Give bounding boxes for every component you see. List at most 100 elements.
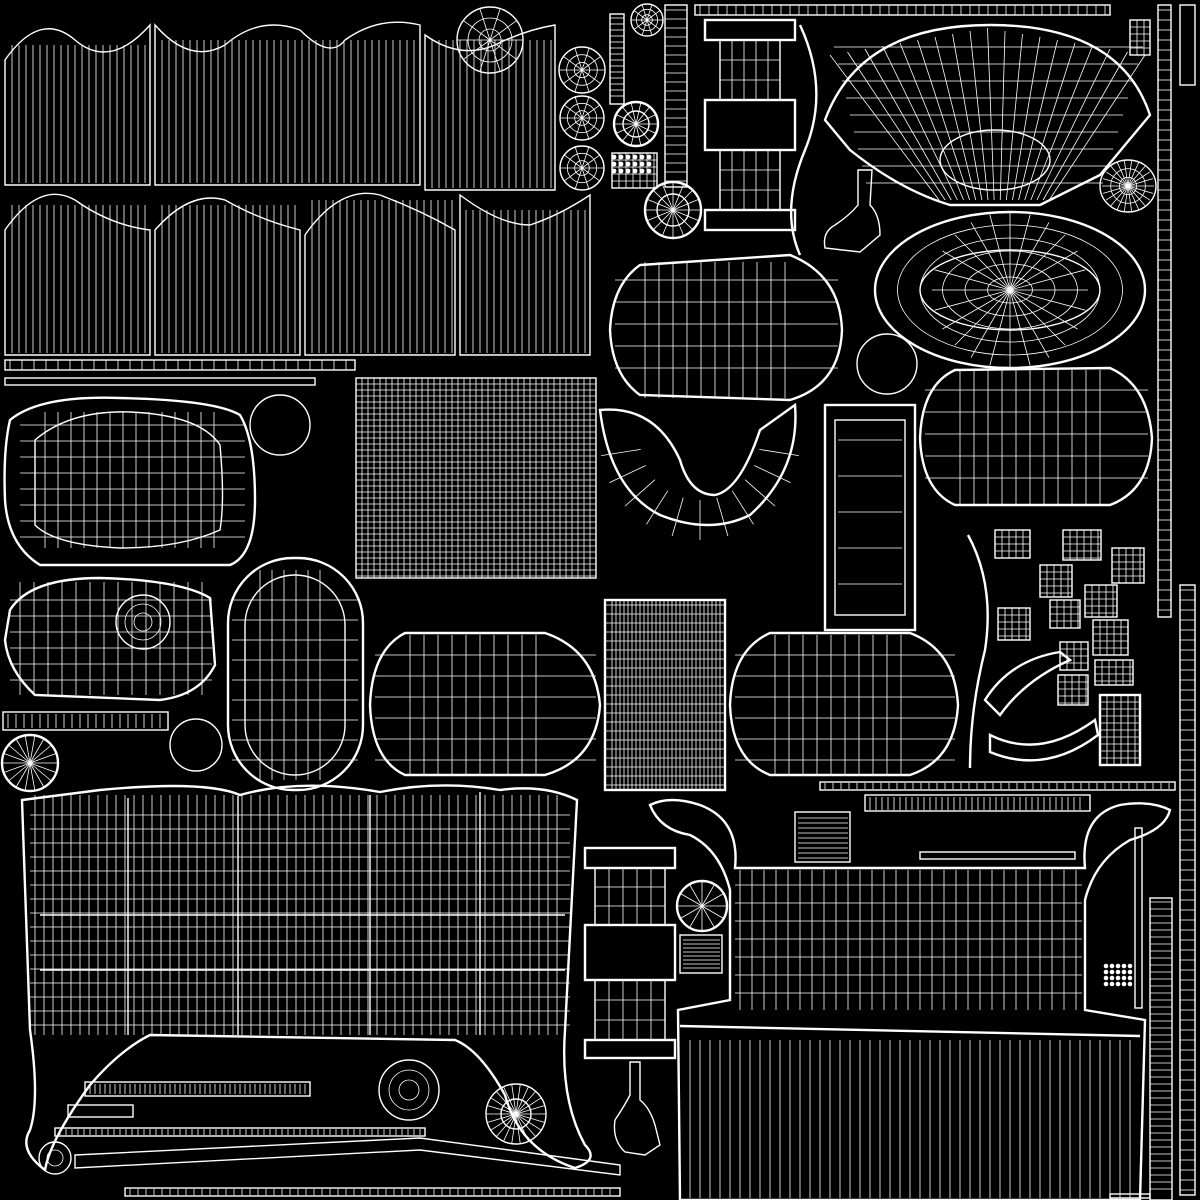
cushion-outline (918, 366, 1154, 507)
mesh-line (701, 884, 715, 907)
mesh-line (1123, 185, 1129, 212)
curtain-panel (4, 193, 151, 356)
mesh-line (829, 54, 940, 201)
mesh-line (646, 19, 653, 36)
mesh-line (954, 234, 1011, 291)
mesh-line (672, 209, 700, 222)
frame-part (594, 867, 666, 926)
rivet-dot (632, 161, 638, 167)
mesh-line (1036, 48, 1111, 201)
mesh-line (652, 189, 674, 211)
mesh-line (987, 27, 995, 201)
block-piece (1092, 619, 1129, 656)
mesh-line (680, 905, 703, 919)
mesh-line (581, 117, 590, 140)
mesh-line (581, 146, 590, 169)
rivet-dot (618, 168, 624, 174)
circle-piece (115, 594, 171, 650)
mesh-line (1110, 166, 1129, 187)
mesh-line (1009, 222, 1050, 291)
rivet-dot (1115, 975, 1121, 981)
rivet-dot (646, 161, 652, 167)
mesh-line (1009, 234, 1066, 291)
mesh-line (581, 104, 601, 119)
rivet-dot (1115, 981, 1121, 987)
mesh-line (672, 209, 694, 231)
mesh-line (635, 123, 642, 146)
mesh-line (15, 738, 31, 764)
mesh-line (503, 1086, 517, 1115)
mesh-line (701, 893, 724, 907)
mesh-line (398, 1079, 420, 1101)
handle-piece (823, 169, 881, 253)
mesh-line (29, 762, 52, 782)
mesh-line (646, 10, 661, 21)
mesh-line (515, 1113, 529, 1142)
mesh-line (581, 96, 590, 119)
mesh-line (601, 448, 641, 457)
mesh-line (1105, 185, 1129, 201)
mesh-line (633, 19, 648, 30)
mesh-line (515, 1113, 545, 1123)
curved-rail (983, 650, 1073, 717)
mesh-line (1127, 171, 1151, 187)
mesh-line (1012, 36, 1041, 201)
mesh-line (934, 269, 1011, 291)
mesh-line (515, 1105, 545, 1115)
mesh-line (29, 735, 36, 764)
mesh-line (581, 167, 590, 190)
mesh-line (646, 19, 661, 30)
mesh-line (503, 1113, 517, 1142)
mesh-line (1102, 178, 1129, 187)
mesh-line (630, 102, 637, 125)
curtain-panel (154, 21, 421, 186)
mesh-line (581, 69, 590, 92)
mesh-line (563, 167, 583, 182)
rivet-dot (1115, 963, 1121, 969)
mesh-line (563, 56, 583, 71)
mesh-line (847, 51, 946, 201)
mesh-line (1127, 162, 1140, 187)
mesh-line (1009, 289, 1050, 358)
mesh-line (1005, 33, 1023, 201)
mesh-line (574, 48, 583, 71)
mesh-line (489, 8, 501, 41)
rivet-dot (632, 168, 638, 174)
mesh-line (1009, 250, 1078, 291)
block-piece (1111, 547, 1145, 584)
rivet-dot (1103, 975, 1109, 981)
mesh-line (388, 1069, 430, 1111)
strip (1157, 4, 1172, 618)
curtain-panel (459, 193, 591, 356)
circle-piece (249, 394, 311, 456)
rivet-dot (639, 154, 645, 160)
mesh-line (624, 479, 656, 507)
block-piece (1094, 659, 1134, 686)
curved-rail (966, 534, 989, 769)
mesh-line (563, 69, 583, 84)
mesh-line (1127, 178, 1154, 187)
mesh-line (29, 744, 52, 764)
strip (694, 4, 1111, 16)
mesh-line (29, 762, 57, 773)
frame-part (594, 979, 666, 1041)
mesh-line (630, 123, 637, 146)
curved-rail (789, 24, 818, 256)
mesh-line (515, 1091, 536, 1115)
mesh-line (46, 1149, 64, 1167)
mesh-line (490, 1097, 517, 1115)
mesh-line (574, 69, 583, 92)
block-piece (1057, 674, 1089, 706)
curtain-panel (304, 192, 456, 356)
mesh-line (124, 603, 162, 641)
mesh-line (1009, 289, 1066, 346)
mesh-line (489, 39, 517, 60)
mesh-line (621, 106, 637, 125)
mesh-line (1116, 162, 1129, 187)
mesh-line (621, 123, 637, 142)
uv-islands (0, 3, 1196, 1200)
mesh-line (942, 289, 1011, 330)
mesh-line (672, 189, 694, 211)
rivet-dot (1103, 963, 1109, 969)
block-piece (1129, 19, 1151, 56)
